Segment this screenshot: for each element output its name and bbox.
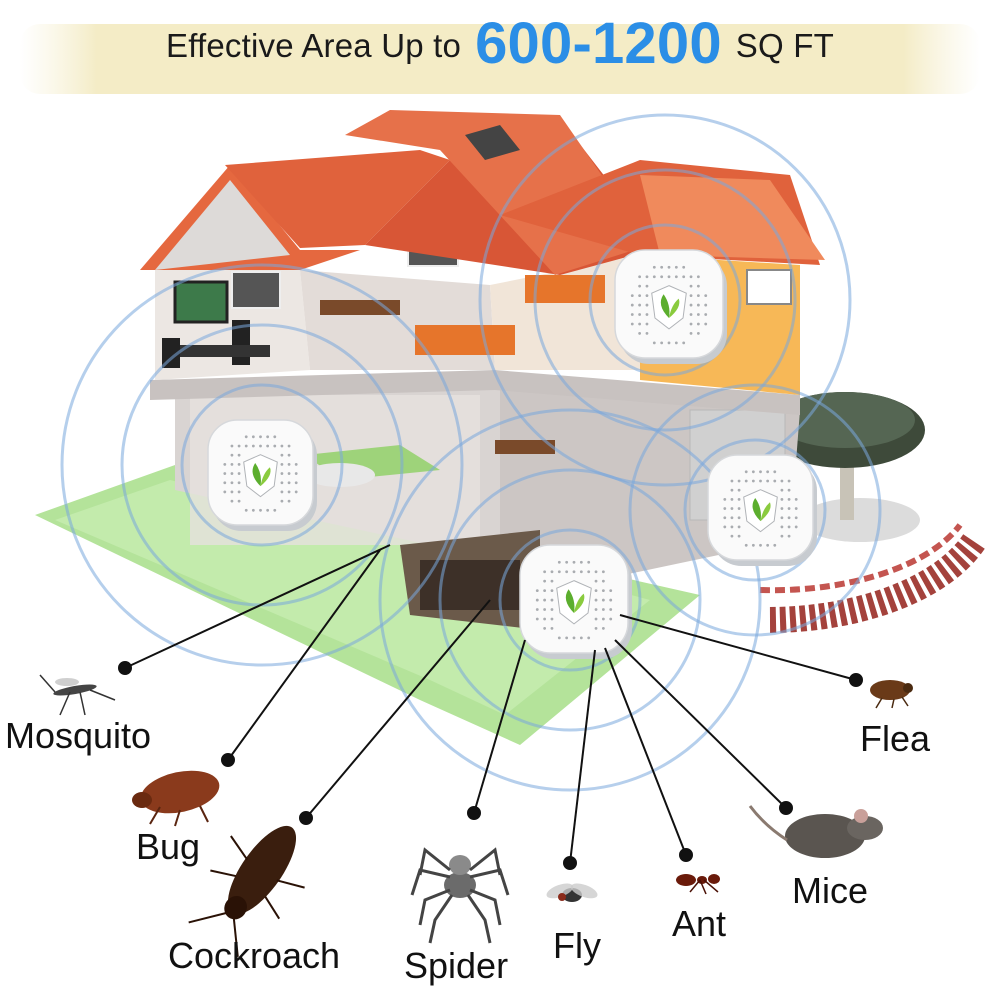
tree <box>765 392 925 520</box>
pest-label-mice: Mice <box>792 870 869 911</box>
pest-label-ant: Ant <box>672 903 727 944</box>
bedbug-icon <box>132 770 220 827</box>
pest-label-fly: Fly <box>553 925 601 966</box>
leaf-shield-icon <box>243 454 278 498</box>
signal-waves <box>60 113 882 792</box>
headline-prefix: Effective Area Up to <box>166 27 462 64</box>
headline-unit: SQ FT <box>735 27 834 64</box>
waves-left <box>60 263 464 667</box>
leaf-shield-icon <box>651 285 687 330</box>
waves-upper-right <box>478 113 852 487</box>
brick-patio <box>759 498 986 633</box>
speaker-grille <box>630 265 708 345</box>
headline: Effective Area Up to 600-1200 SQ FT <box>0 10 1000 77</box>
pest-label-spider: Spider <box>404 945 509 986</box>
repeller-device-living <box>207 419 317 531</box>
fly-icon <box>546 883 598 902</box>
pest-label-flea: Flea <box>860 718 931 759</box>
banner-brush-background <box>20 24 980 94</box>
pest-label-mosquito: Mosquito <box>5 715 152 756</box>
pest-label-cockroach: Cockroach <box>168 935 341 976</box>
ant-icon <box>676 874 720 895</box>
waves-right <box>628 383 882 637</box>
roof <box>140 110 825 275</box>
headline-range: 600-1200 <box>475 11 722 76</box>
speaker-grille <box>223 435 298 512</box>
leaf-shield-icon <box>743 489 778 533</box>
pest-label-bug: Bug <box>136 826 201 867</box>
repeller-device-garden <box>707 454 817 566</box>
repeller-device-upstairs <box>614 249 727 364</box>
repeller-device-basement <box>519 544 632 659</box>
mouse-icon <box>748 805 883 858</box>
headline-banner <box>20 18 980 98</box>
connector-lines <box>118 544 863 870</box>
speaker-grille <box>535 560 613 640</box>
mosquito-icon <box>39 674 116 716</box>
flea-icon <box>870 680 913 709</box>
speaker-grille <box>723 470 798 547</box>
spider-icon <box>410 847 510 944</box>
waves-center <box>378 408 762 792</box>
cockroach-icon <box>188 825 305 957</box>
leaf-shield-icon <box>556 580 592 625</box>
